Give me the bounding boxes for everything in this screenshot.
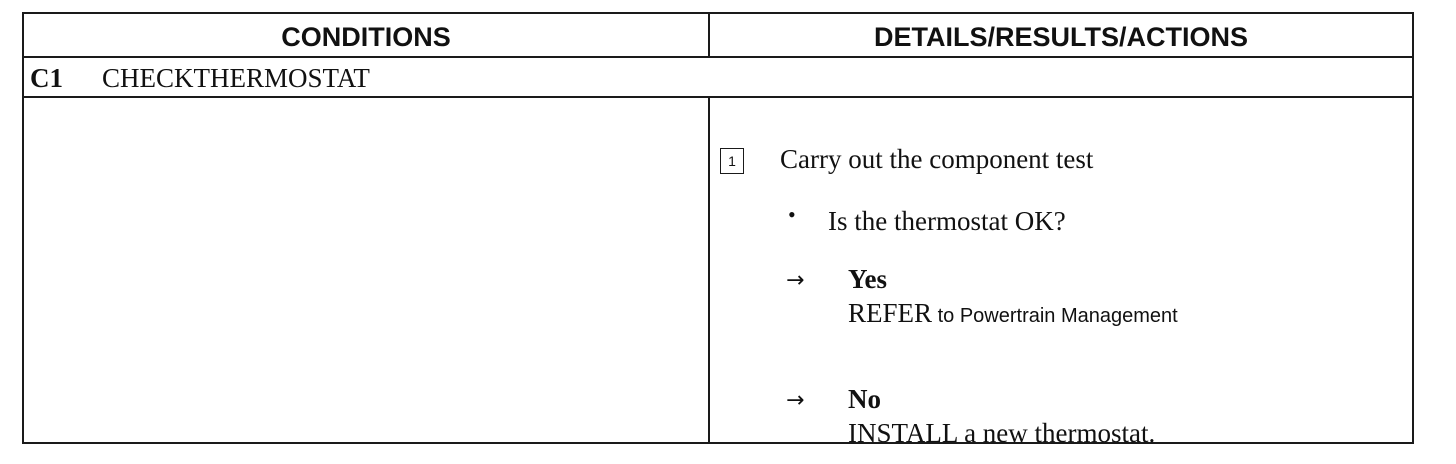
step-instruction: Carry out the component test [780, 144, 1094, 174]
yes-action: REFER to Powertrain Management [848, 298, 1178, 329]
section-title: CHECKTHERMOSTAT [102, 63, 370, 93]
yes-action-target: Powertrain Management [959, 305, 1178, 327]
header-column-divider [708, 14, 710, 58]
yes-action-connector: to [932, 305, 960, 327]
section-code: C1 [30, 63, 63, 93]
question-text: Is the thermostat OK? [828, 206, 1066, 236]
details-cell: 1 Carry out the component test • Is the … [710, 100, 1412, 448]
no-action: INSTALL a new thermostat. [848, 418, 1156, 448]
right-arrow-icon: → [786, 388, 805, 413]
body-column-divider [708, 98, 710, 442]
table-header: CONDITIONS DETAILS/RESULTS/ACTIONS [24, 14, 1412, 58]
bullet-icon: • [788, 202, 796, 227]
yes-action-keyword: REFER [848, 298, 933, 328]
no-label: No [848, 384, 881, 414]
diagnostic-table: CONDITIONS DETAILS/RESULTS/ACTIONS C1 CH… [22, 12, 1414, 448]
details-header: DETAILS/RESULTS/ACTIONS [873, 22, 1248, 52]
section-row: C1 CHECKTHERMOSTAT [24, 58, 1412, 98]
right-arrow-icon: → [786, 268, 805, 293]
yes-label: Yes [848, 264, 887, 294]
conditions-header: CONDITIONS [281, 22, 451, 52]
step-number-box: 1 [720, 148, 744, 174]
